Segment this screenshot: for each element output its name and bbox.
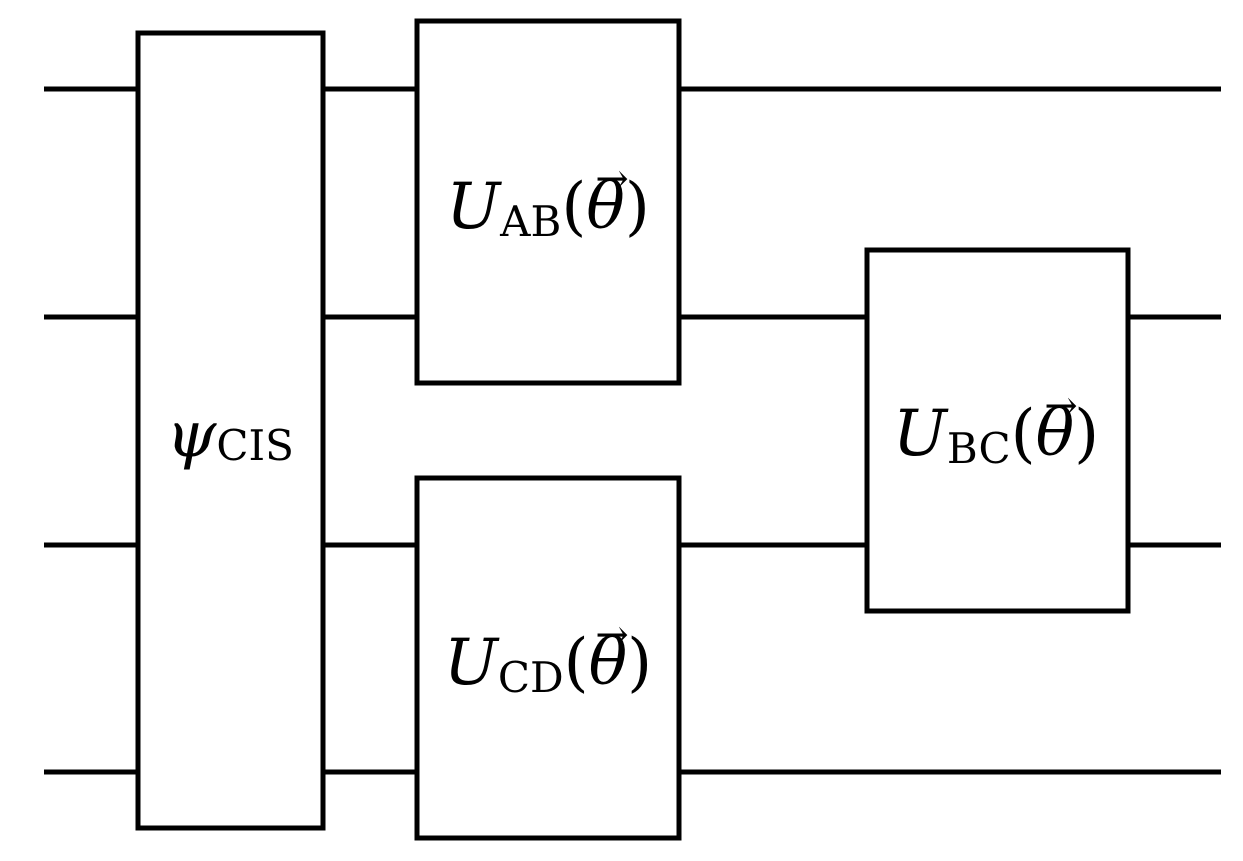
gate-u-cd-vector-arrow: → <box>595 612 629 658</box>
gate-u-bc-label: UBC(θ) <box>893 397 1099 473</box>
gate-psi-cis: ψCIS <box>135 30 326 831</box>
gate-u-ab-vector-arrow: → <box>595 156 629 202</box>
gate-u-bc-vector-arrow: → <box>1044 383 1078 429</box>
gate-u-cd-label: UCD(θ) <box>444 626 652 702</box>
gate-u-cd: UCD(θ) → <box>414 475 682 841</box>
gate-psi-cis-label: ψCIS <box>166 398 294 472</box>
gate-u-ab-box <box>414 18 682 386</box>
gate-u-ab: UAB(θ) → <box>414 18 682 386</box>
gate-u-bc-box <box>864 247 1131 614</box>
gate-u-ab-label: UAB(θ) <box>446 170 650 246</box>
gate-u-bc: UBC(θ) → <box>864 247 1131 614</box>
gate-psi-cis-box <box>135 30 326 831</box>
gate-u-cd-box <box>414 475 682 841</box>
